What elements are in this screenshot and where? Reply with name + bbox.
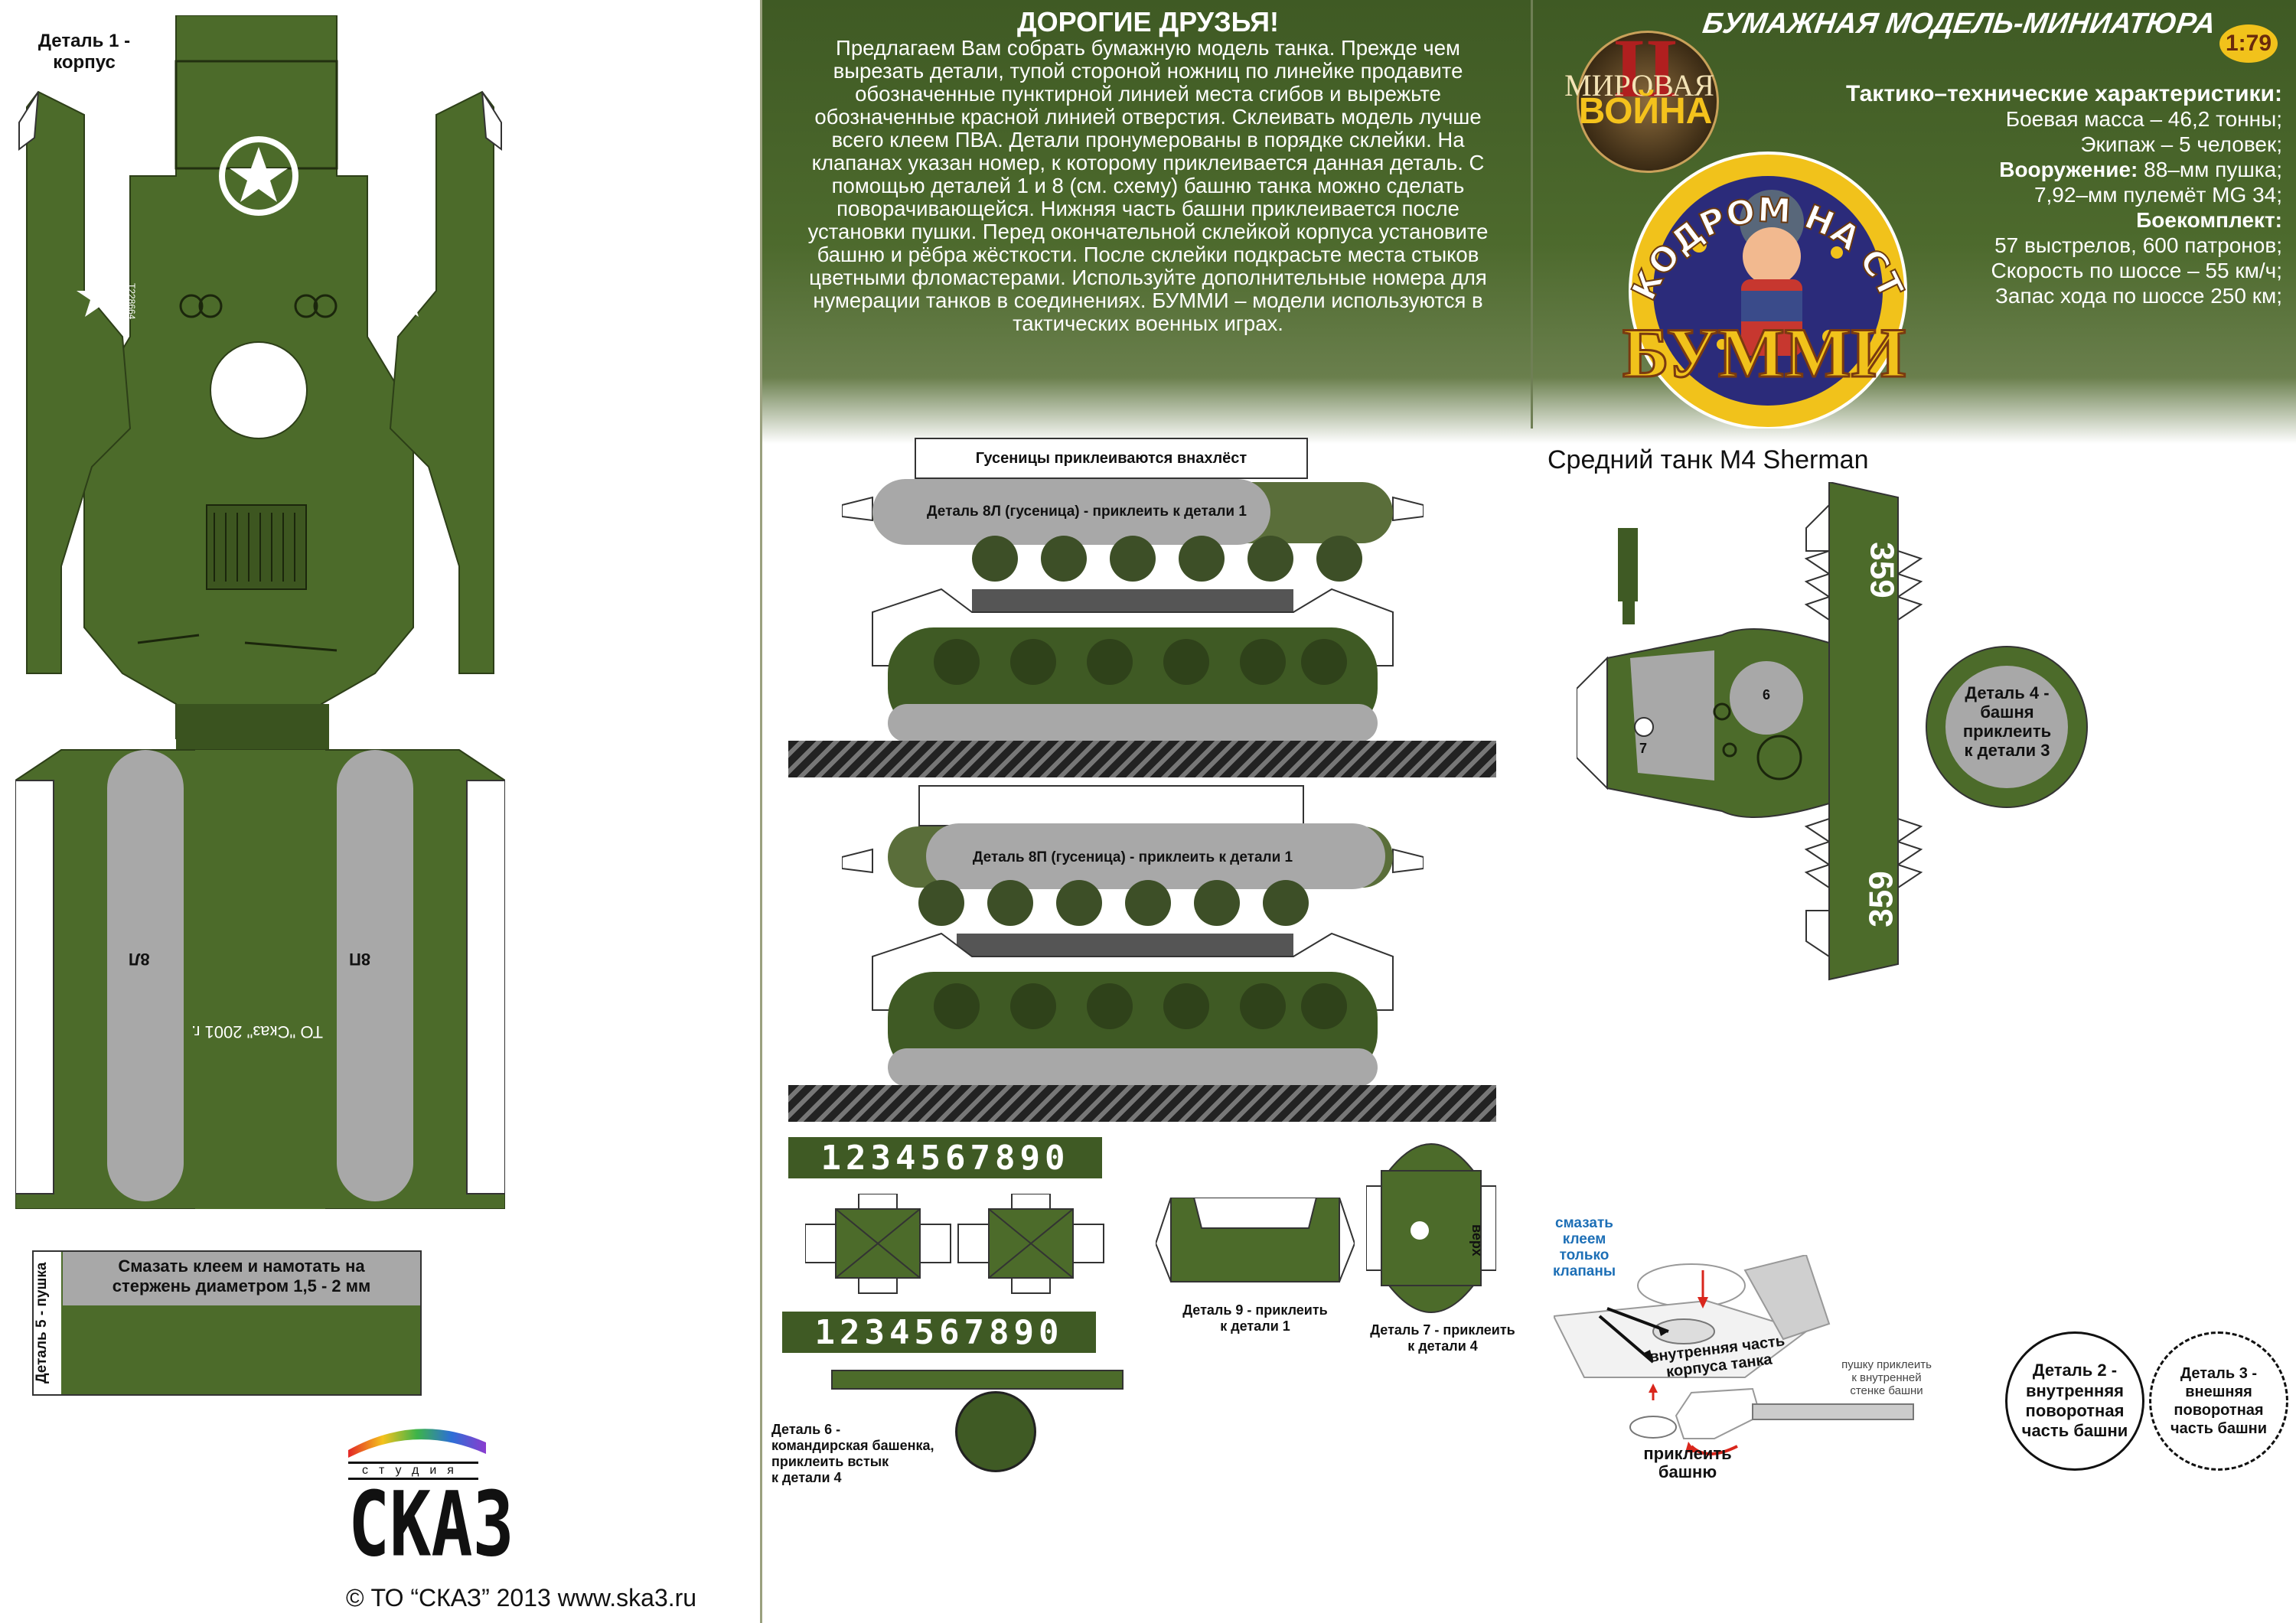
- studio-logo-rainbow: [348, 1429, 486, 1458]
- gun-title: Деталь 5 - пушка: [34, 1252, 61, 1394]
- detail2-circle: Деталь 2 - внутренняя поворотная часть б…: [2005, 1331, 2144, 1471]
- spec-ammo-1: 57 выстрелов, 600 патронов;: [1994, 233, 2282, 257]
- gun-sheet: Деталь 5 - пушка Смазать клеем и намотат…: [32, 1250, 422, 1396]
- header-banner: [762, 0, 2296, 444]
- turret-number-bottom: 359: [1862, 871, 1900, 927]
- ww2-numeral: II: [1613, 21, 1678, 115]
- turret-part7: 7: [1639, 741, 1648, 756]
- detail7-part: [1366, 1143, 1496, 1313]
- spec-armament-2: 7,92–мм пулемёт MG 34;: [2033, 183, 2282, 207]
- detail1-label: Деталь 1 - корпус: [38, 31, 131, 73]
- studio-small-label: студия: [348, 1462, 478, 1480]
- studio-name: СКАЗ: [348, 1472, 514, 1578]
- detail6-bar: [831, 1370, 1124, 1390]
- tracks-note: Гусеницы приклеиваются внахлёст: [915, 438, 1308, 479]
- column-divider-2: [1531, 0, 1533, 429]
- hull-sheet: T228664 T228664: [15, 15, 505, 1209]
- track-label-2: Деталь 8П (гусеница) - приклеить к детал…: [972, 849, 1293, 865]
- spec-armament-label: Вооружение:: [1999, 158, 2138, 181]
- copyright-line[interactable]: © ТО “СКАЗ” 2013 www.ska3.ru: [346, 1584, 697, 1612]
- spec-range: Запас хода по шоссе 250 км;: [1994, 284, 2282, 308]
- spec-line-crew: Экипаж – 5 человек;: [2080, 132, 2282, 156]
- track-set-2: [842, 823, 1424, 1087]
- spec-speed: Скорость по шоссе – 55 км/ч;: [1991, 259, 2282, 282]
- turret-sheet: [1577, 482, 2088, 981]
- brand-bummi: БУММИ: [1621, 313, 1906, 393]
- spec-line-mass: Боевая масса – 46,2 тонны;: [2005, 107, 2282, 131]
- ww2-line2: ВОЙНА: [1578, 91, 1713, 132]
- tracks-note-box-2: [918, 785, 1304, 826]
- number-strip-1: 1234567890: [788, 1137, 1102, 1178]
- scale-badge: 1:79: [2219, 24, 2278, 63]
- hull-copyright: ТО "Сказ" 2001 г.: [191, 1022, 323, 1041]
- specs-block: Тактико–технические характеристики: Боев…: [1760, 81, 2282, 308]
- verkh-label: верх: [1469, 1224, 1485, 1256]
- track-label-1: Деталь 8Л (гусеница) - приклеить к детал…: [927, 504, 1247, 520]
- track-belt-1: [788, 741, 1496, 777]
- detail3-circle: Деталь 3 - внешняя поворотная часть башн…: [2149, 1331, 2288, 1471]
- track-left-mark: 8Л: [129, 950, 150, 969]
- ww2-emblem: [1577, 31, 1719, 173]
- turret-label: Деталь 4 - башня приклеить к детали 3: [1962, 683, 2052, 760]
- tank-name: Средний танк M4 Sherman: [1548, 445, 1869, 474]
- tankodrom-badge: ТАНКОДРОМ НА СТОЛЕ: [1607, 115, 1911, 429]
- track-right-mark: 8П: [349, 950, 371, 969]
- track-set-1: [842, 479, 1424, 742]
- detail9-part: [1156, 1198, 1355, 1282]
- glue-turret-label: приклеить башню: [1643, 1444, 1732, 1481]
- intro-body: Предлагаем Вам собрать бумажную модель т…: [807, 36, 1489, 335]
- crate-parts: [805, 1194, 1104, 1294]
- spec-ammo-label: Боекомплект:: [2136, 208, 2282, 232]
- spec-armament-1: 88–мм пушка;: [2144, 158, 2282, 181]
- detail6-cupola: [955, 1391, 1036, 1472]
- specs-title: Тактико–технические характеристики:: [1846, 81, 2282, 106]
- column-divider: [760, 0, 762, 1623]
- detail7-label: Деталь 7 - приклеить к детали 4: [1370, 1322, 1515, 1354]
- assembly-diagram: [1554, 1255, 1914, 1455]
- detail6-label: Деталь 6 - командирская башенка, приклеи…: [771, 1422, 934, 1485]
- number-strip-2: 1234567890: [782, 1312, 1096, 1353]
- gun-attach-note: пушку приклеить к внутренней стенке башн…: [1841, 1358, 1932, 1397]
- detail9-label: Деталь 9 - приклеить к детали 1: [1182, 1302, 1328, 1334]
- serial-right: T228664: [373, 268, 383, 305]
- intro-title: ДОРОГИЕ ДРУЗЬЯ!: [1017, 6, 1279, 37]
- serial-left: T228664: [126, 283, 137, 320]
- turret-number-top: 359: [1863, 542, 1901, 598]
- spec-armament: Вооружение: 88–мм пушка;: [1760, 157, 2282, 182]
- glue-note: смазать клеем только клапаны: [1552, 1215, 1616, 1279]
- track-belt-2: [788, 1085, 1496, 1122]
- ww2-line1: МИРОВАЯ: [1564, 68, 1714, 103]
- gun-text: Смазать клеем и намотать на стержень диа…: [63, 1252, 420, 1305]
- turret-part6: 6: [1763, 687, 1771, 702]
- series-title: БУМАЖНАЯ МОДЕЛЬ-МИНИАТЮРА: [1701, 8, 2218, 40]
